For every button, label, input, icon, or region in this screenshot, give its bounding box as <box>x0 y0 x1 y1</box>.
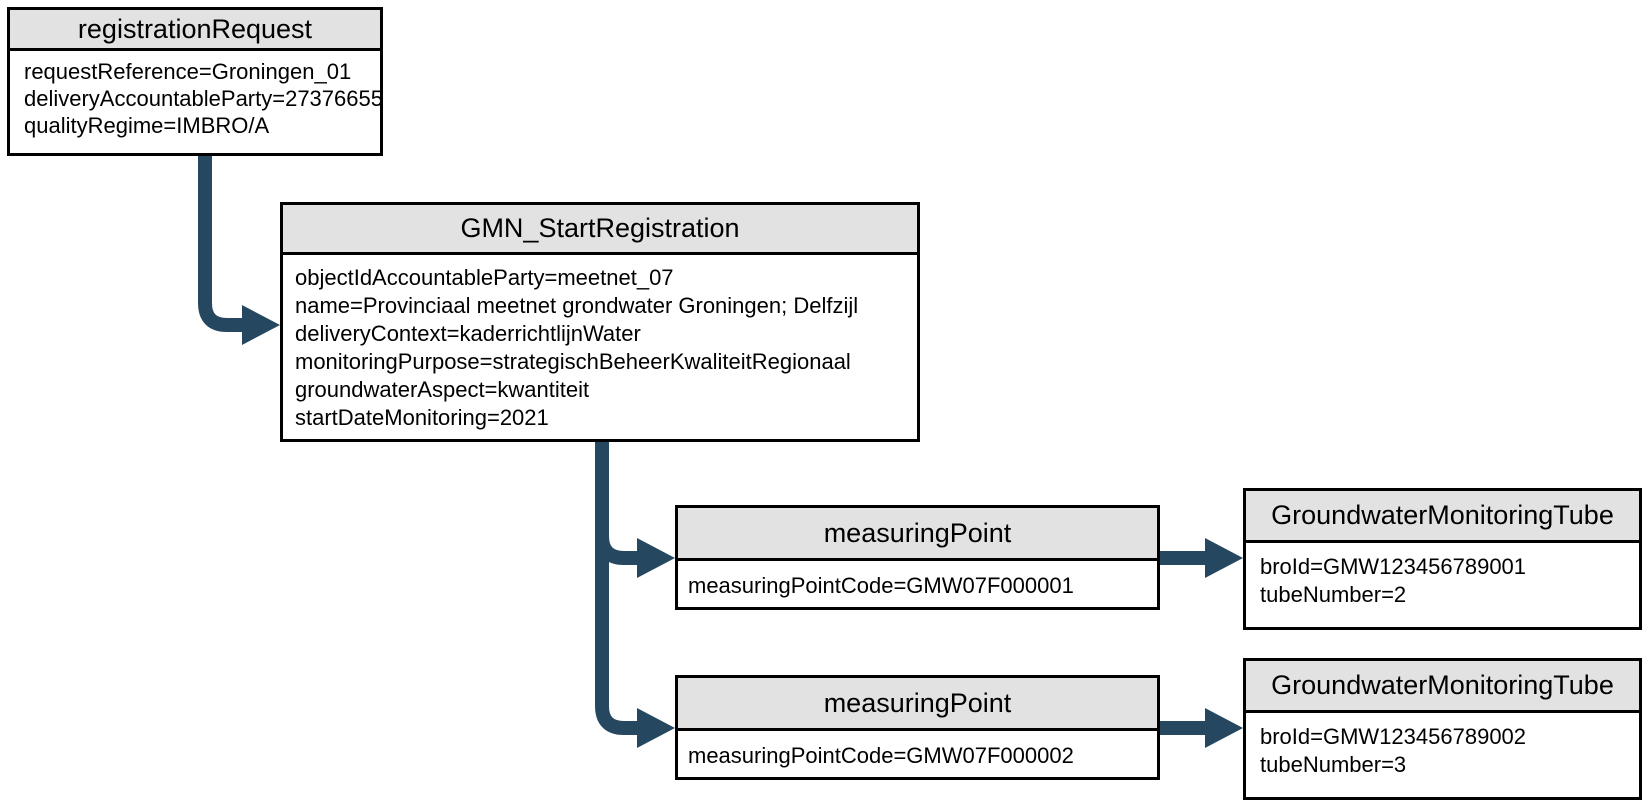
node-groundwater-monitoring-tube-1: GroundwaterMonitoringTube broId=GMW12345… <box>1243 488 1642 630</box>
node-gmn-start-registration: GMN_StartRegistration objectIdAccountabl… <box>280 202 920 442</box>
attribute-measuring-point-code-2: measuringPointCode=GMW07F000002 <box>688 743 1074 768</box>
arrowhead-measuringpoint1-to-tube1 <box>1205 538 1243 578</box>
arrowhead-gmn-to-measuringpoint-1 <box>637 538 675 578</box>
node-registration-request-title: registrationRequest <box>10 10 380 51</box>
arrow-gmn-trunk <box>595 442 639 735</box>
node-groundwater-monitoring-tube-2: GroundwaterMonitoringTube broId=GMW12345… <box>1243 658 1642 800</box>
attribute-measuring-point-code-1: measuringPointCode=GMW07F000001 <box>688 573 1074 598</box>
attribute-delivery-accountable-party: deliveryAccountableParty=27376655 <box>24 86 380 111</box>
attribute-tube-number-2: tubeNumber=3 <box>1260 752 1407 777</box>
arrowhead-gmn-to-measuringpoint-2 <box>637 708 675 748</box>
attribute-start-date-monitoring: startDateMonitoring=2021 <box>295 405 549 430</box>
attribute-bro-id-2: broId=GMW123456789002 <box>1260 724 1527 749</box>
arrowhead-measuringpoint2-to-tube2 <box>1205 708 1243 748</box>
node-groundwater-monitoring-tube-2-title: GroundwaterMonitoringTube <box>1246 661 1639 713</box>
node-gmn-start-registration-title: GMN_StartRegistration <box>283 205 917 255</box>
attribute-bro-id-1: broId=GMW123456789001 <box>1260 554 1527 579</box>
arrowhead-registration-to-gmn <box>242 305 280 345</box>
node-groundwater-monitoring-tube-1-title: GroundwaterMonitoringTube <box>1246 491 1639 543</box>
attribute-request-reference: requestReference=Groningen_01 <box>24 59 352 84</box>
attribute-groundwater-aspect: groundwaterAspect=kwantiteit <box>295 377 590 402</box>
attribute-monitoring-purpose: monitoringPurpose=strategischBeheerKwali… <box>295 349 851 374</box>
attribute-tube-number-1: tubeNumber=2 <box>1260 582 1407 607</box>
node-measuring-point-2-title: measuringPoint <box>678 678 1157 731</box>
node-registration-request: registrationRequest requestReference=Gro… <box>7 7 383 156</box>
node-measuring-point-2: measuringPoint measuringPointCode=GMW07F… <box>675 675 1160 780</box>
attribute-delivery-context: deliveryContext=kaderrichtlijnWater <box>295 321 641 346</box>
attribute-name: name=Provinciaal meetnet grondwater Gron… <box>295 293 859 318</box>
arrow-registration-to-gmn <box>198 156 243 332</box>
arrow-gmn-to-measuringpoint-1 <box>595 535 639 565</box>
node-measuring-point-1: measuringPoint measuringPointCode=GMW07F… <box>675 505 1160 610</box>
attribute-quality-regime: qualityRegime=IMBRO/A <box>24 113 270 138</box>
node-measuring-point-1-title: measuringPoint <box>678 508 1157 561</box>
attribute-object-id-accountable-party: objectIdAccountableParty=meetnet_07 <box>295 265 674 290</box>
